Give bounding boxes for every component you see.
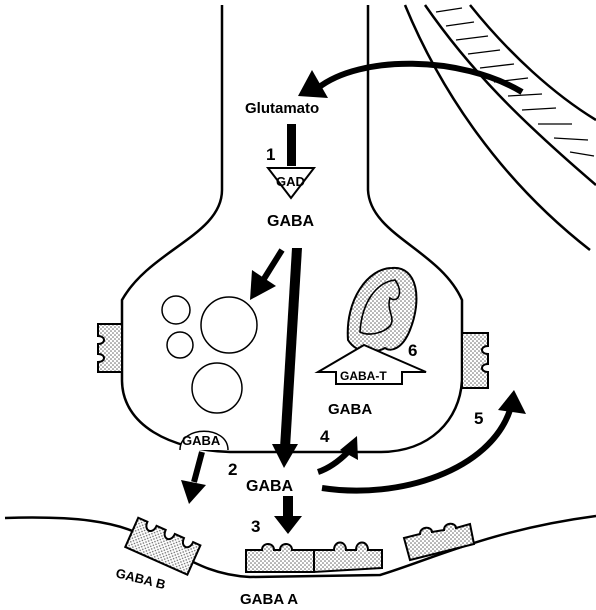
glutamate-label: Glutamato bbox=[245, 100, 319, 117]
gad-label: GAD bbox=[276, 174, 305, 189]
gaba-glia-label: GABA bbox=[328, 401, 372, 418]
glial-texture bbox=[436, 8, 594, 156]
step-4: 4 bbox=[320, 427, 330, 446]
step-5: 5 bbox=[474, 409, 483, 428]
synaptic-vesicles bbox=[162, 296, 257, 413]
step-6: 6 bbox=[408, 341, 417, 360]
gaba-cleft-label: GABA bbox=[246, 478, 294, 495]
gaba-b-receptor bbox=[125, 518, 200, 575]
step-1: 1 bbox=[266, 145, 275, 164]
gaba-b-label: GABA B bbox=[114, 565, 167, 592]
gaba-a-receptors bbox=[246, 524, 474, 572]
mitochondrion bbox=[348, 268, 417, 352]
step-3: 3 bbox=[251, 517, 260, 536]
gaba-top-label: GABA bbox=[267, 213, 315, 230]
gaba-vesicle-label: GABA bbox=[182, 433, 221, 448]
gaba-t-label: GABA-T bbox=[340, 369, 387, 383]
autoreceptor-right bbox=[462, 333, 488, 388]
autoreceptor-left bbox=[98, 324, 122, 372]
step-2: 2 bbox=[228, 460, 237, 479]
glial-process bbox=[405, 5, 596, 250]
gaba-a-label: GABA A bbox=[240, 591, 298, 608]
